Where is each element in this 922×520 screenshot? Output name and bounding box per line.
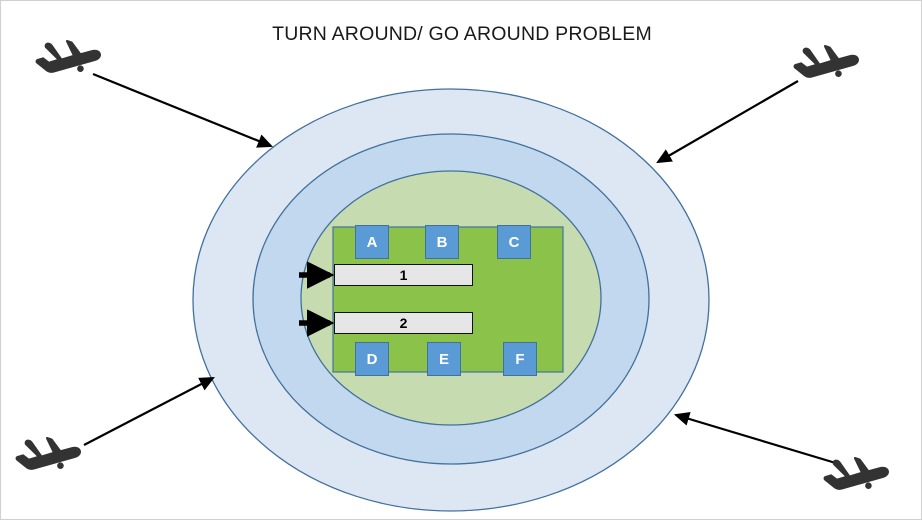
gate-d[interactable]: D [355,342,389,376]
gate-f-label: F [515,350,525,368]
aircraft-bottom-left-icon [15,437,82,470]
page-title: TURN AROUND/ GO AROUND PROBLEM [272,23,652,45]
aircraft-bottom-left-arrow [83,376,215,446]
gate-b[interactable]: B [425,225,459,259]
aircraft-top-left-arrow [92,72,274,148]
runway-2-label: 2 [399,315,408,331]
gate-c[interactable]: C [497,225,531,259]
gate-a-label: A [366,233,378,251]
aircraft-top-right-arrow [656,80,799,164]
runway-1[interactable]: 1 [334,264,473,286]
gate-c-label: C [508,233,520,251]
gate-a[interactable]: A [355,225,389,259]
gate-f[interactable]: F [503,342,537,376]
gate-d-label: D [366,350,378,368]
gate-e[interactable]: E [427,342,461,376]
runway-2[interactable]: 2 [334,312,473,334]
runway-1-label: 1 [399,267,408,283]
aircraft-bottom-right-icon [823,457,890,490]
aircraft-bottom-right-arrow [673,412,840,466]
aircraft-top-right-icon [793,45,860,78]
gate-b-label: B [436,233,448,251]
gate-e-label: E [438,350,449,368]
